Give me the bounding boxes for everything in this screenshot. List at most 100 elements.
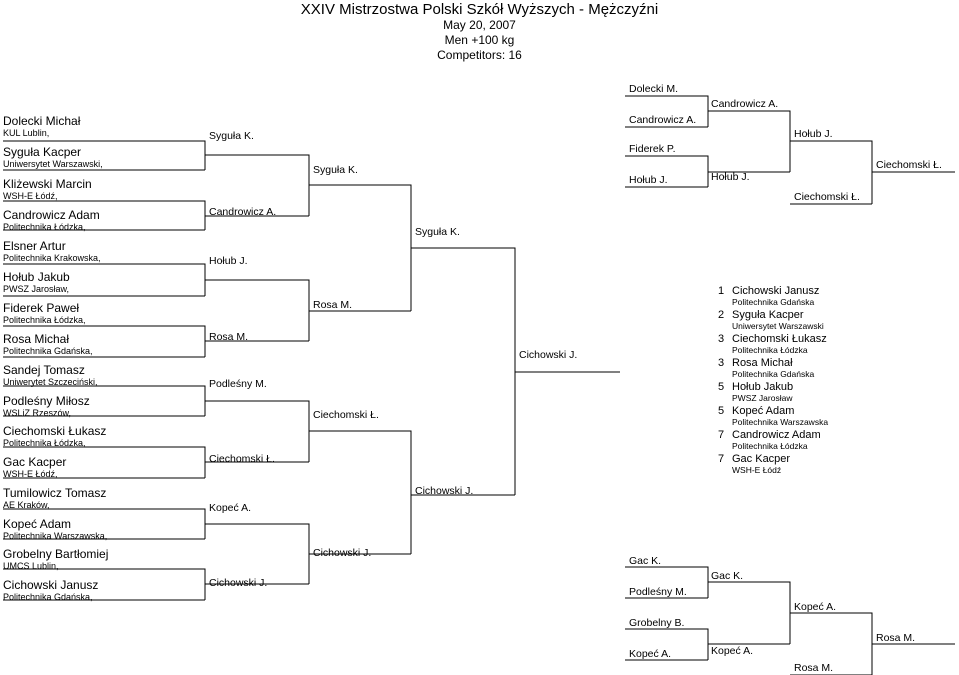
bracket-connector (3, 263, 206, 297)
competitor-club: AE Kraków, (3, 500, 50, 510)
competitor-name: Syguła Kacper (3, 145, 82, 159)
competitor-entry: Ciechomski Łukasz Politechnika Łódzka, (3, 424, 203, 449)
result-place: 5 (718, 405, 725, 417)
competitor-entry: Hołub Jakub PWSZ Jarosław, (3, 270, 203, 295)
competitor-entry: Grobelny Bartłomiej UMCS Lublin, (3, 547, 203, 572)
round2-winner: Syguła K. (313, 164, 358, 176)
repechage-entry: Gac K. (629, 555, 662, 567)
result-name: Kopeć Adam (732, 405, 795, 417)
result-club: Politechnika Łódzka (732, 345, 808, 355)
competitor-name: Fiderek Paweł (3, 301, 80, 315)
competitor-entry: Tumilowicz Tomasz AE Kraków, (3, 486, 203, 511)
bracket-connector (708, 581, 791, 645)
competitor-club: Politechnika Krakowska, (3, 253, 101, 263)
bracket-connector (205, 523, 310, 585)
round1-winner: Ciechomski Ł. (209, 453, 275, 465)
bracket-connector (708, 110, 791, 173)
result-row: 7 Gac Kacper WSH-E Łódź (708, 453, 858, 477)
competitor-name: Podleśny Miłosz (3, 394, 90, 408)
competitor-club: Politechnika Łódzka, (3, 222, 86, 232)
repechage-round2-winner: Kopeć A. (711, 645, 754, 657)
competitor-name: Sandej Tomasz (3, 363, 85, 377)
competitor-name: Hołub Jakub (3, 270, 70, 284)
semifinal-winner: Cichowski J. (415, 485, 474, 497)
bracket-connector (3, 200, 206, 231)
competitor-entry: Elsner Artur Politechnika Krakowska, (3, 239, 203, 264)
result-club: Politechnika Gdańska (732, 297, 815, 307)
competitor-entry: Podleśny Miłosz WSLiZ Rzeszów, (3, 394, 203, 419)
bracket-connector (3, 568, 206, 601)
result-row: 5 Hołub Jakub PWSZ Jarosław (708, 381, 858, 405)
result-place: 7 (718, 429, 725, 441)
bracket-connector (309, 430, 412, 555)
competitor-club: Politechnika Gdańska, (3, 346, 93, 356)
tournament-date: May 20, 2007 (443, 18, 516, 32)
result-club: Politechnika Gdańska (732, 369, 815, 379)
final-winner: Cichowski J. (519, 349, 578, 361)
repechage-entry: Hołub J. (629, 174, 668, 186)
result-name: Ciechomski Łukasz (732, 333, 827, 345)
competitor-name: Ciechomski Łukasz (3, 424, 107, 438)
bracket-connector (309, 184, 412, 312)
competitor-entry: Syguła Kacper Uniwersytet Warszawski, (3, 145, 203, 170)
competitor-name: Dolecki Michał (3, 114, 81, 128)
repechage-final-winner: Rosa M. (876, 632, 916, 644)
competitor-entry: Sandej Tomasz Uniwerytet Szczeciński, (3, 363, 203, 388)
bracket-connector (3, 446, 206, 479)
repechage-round3-winner: Ciechomski Ł. (794, 191, 860, 203)
competitor-club: Politechnika Łódzka, (3, 438, 86, 448)
result-club: Uniwersytet Warszawski (732, 321, 824, 331)
competitor-name: Tumilowicz Tomasz (3, 486, 107, 500)
repechage-round3-winner: Kopeć A. (794, 601, 837, 613)
bracket-connector (625, 95, 709, 128)
repechage-round3-winner: Rosa M. (794, 662, 834, 674)
repechage-entry: Kopeć A. (629, 648, 672, 660)
round1-winner: Hołub J. (209, 255, 248, 267)
result-name: Hołub Jakub (732, 381, 794, 393)
repechage-round2-winner: Hołub J. (711, 171, 750, 183)
result-place: 7 (718, 453, 725, 465)
repechage-round2-winner: Candrowicz A. (711, 98, 779, 110)
competitor-club: Uniwerytet Szczeciński, (3, 377, 98, 387)
bracket-connector (3, 385, 206, 417)
bracket-connector (625, 566, 709, 599)
final-results: 1 Cichowski Janusz Politechnika Gdańska … (708, 285, 858, 477)
result-row: 5 Kopeć Adam Politechnika Warszawska (708, 405, 858, 429)
result-name: Syguła Kacper (732, 309, 804, 321)
weight-category: Men +100 kg (444, 33, 515, 47)
result-name: Gac Kacper (732, 453, 791, 465)
round2-winner: Ciechomski Ł. (313, 409, 379, 421)
round2-winner: Cichowski J. (313, 547, 372, 559)
round1-winner: Rosa M. (209, 331, 249, 343)
competitor-club: KUL Lublin, (3, 128, 50, 138)
competitor-club: WSH-E Łódź, (3, 469, 58, 479)
bracket-connector (3, 508, 206, 540)
competitor-name: Grobelny Bartłomiej (3, 547, 109, 561)
bracket-connector (3, 325, 206, 358)
bracket-connector (205, 154, 310, 217)
repechage-entry: Podleśny M. (629, 586, 687, 598)
result-name: Candrowicz Adam (732, 429, 821, 441)
result-club: Politechnika Łódzka (732, 441, 808, 451)
competitor-name: Gac Kacper (3, 455, 67, 469)
competitor-name: Rosa Michał (3, 332, 70, 346)
repechage-final-winner: Ciechomski Ł. (876, 159, 942, 171)
competitor-name: Elsner Artur (3, 239, 66, 253)
competitor-entry: Cichowski Janusz Politechnika Gdańska, (3, 578, 203, 603)
competitor-count: Competitors: 16 (437, 48, 522, 62)
competitor-entry: Fiderek Paweł Politechnika Łódzka, (3, 301, 203, 326)
repechage-entry: Fiderek P. (629, 143, 676, 155)
round1-winner: Syguła K. (209, 130, 254, 142)
tournament-title: XXIV Mistrzostwa Polski Szkół Wyższych -… (300, 1, 659, 18)
repechage-entry: Candrowicz A. (629, 114, 697, 126)
repechage-round2-winner: Gac K. (711, 570, 744, 582)
competitor-name: Cichowski Janusz (3, 578, 99, 592)
competitor-entry: Gac Kacper WSH-E Łódź, (3, 455, 203, 480)
result-club: Politechnika Warszawska (732, 417, 829, 427)
competitor-entry: Kopeć Adam Politechnika Warszawska, (3, 518, 203, 542)
competitor-club: Uniwersytet Warszawski, (3, 159, 103, 169)
round1-winner: Kopeć A. (209, 502, 252, 514)
competitor-club: PWSZ Jarosław, (3, 284, 70, 294)
result-club: WSH-E Łódź (732, 465, 782, 475)
